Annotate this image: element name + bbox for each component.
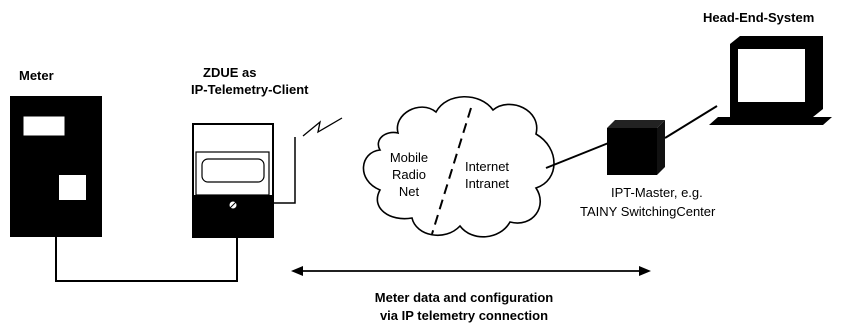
cloud-right-line2: Intranet: [465, 176, 509, 191]
ipt-cube-side: [657, 120, 665, 175]
connection-arrow: [291, 266, 651, 276]
cloud-right-line1: Internet: [465, 159, 509, 174]
cloud-ipt-link: [545, 139, 617, 169]
zdue-label-line2: IP-Telemetry-Client: [191, 82, 309, 97]
meter-display: [22, 115, 66, 137]
head-end-label: Head-End-System: [703, 10, 814, 25]
meter-label: Meter: [19, 68, 54, 83]
ipt-label-line1: IPT-Master, e.g.: [611, 185, 703, 200]
zdue-display: [201, 158, 265, 183]
connection-label-line1: Meter data and configuration: [375, 290, 553, 305]
ipt-cube-front: [607, 128, 657, 175]
cloud-left-line2: Radio: [392, 167, 426, 182]
network-cloud: [362, 96, 555, 238]
slashed-circle-icon: [229, 201, 237, 209]
meter-window: [59, 175, 86, 200]
meter-zdue-cable: [55, 237, 238, 282]
zdue-base: [194, 195, 272, 236]
cloud-left-line1: Mobile: [390, 150, 428, 165]
zdue-label-line1: ZDUE as: [203, 65, 256, 80]
computer-base: [709, 117, 832, 125]
ipt-cube-top: [607, 120, 665, 128]
lightning-signal-icon: [302, 117, 343, 137]
zdue-antenna: [273, 137, 296, 204]
cloud-left-line3: Net: [399, 184, 420, 199]
zdue-device: [192, 123, 274, 238]
cloud-divider: [431, 107, 472, 235]
connection-label-line2: via IP telemetry connection: [380, 308, 548, 323]
meter-device: [10, 96, 102, 237]
ipt-label-line2: TAINY SwitchingCenter: [580, 204, 716, 219]
head-end-computer: [709, 36, 832, 125]
computer-screen: [738, 49, 805, 102]
ipt-master-device: [607, 120, 665, 175]
cloud-outline: [362, 96, 555, 238]
ipt-headend-link: [664, 105, 718, 139]
